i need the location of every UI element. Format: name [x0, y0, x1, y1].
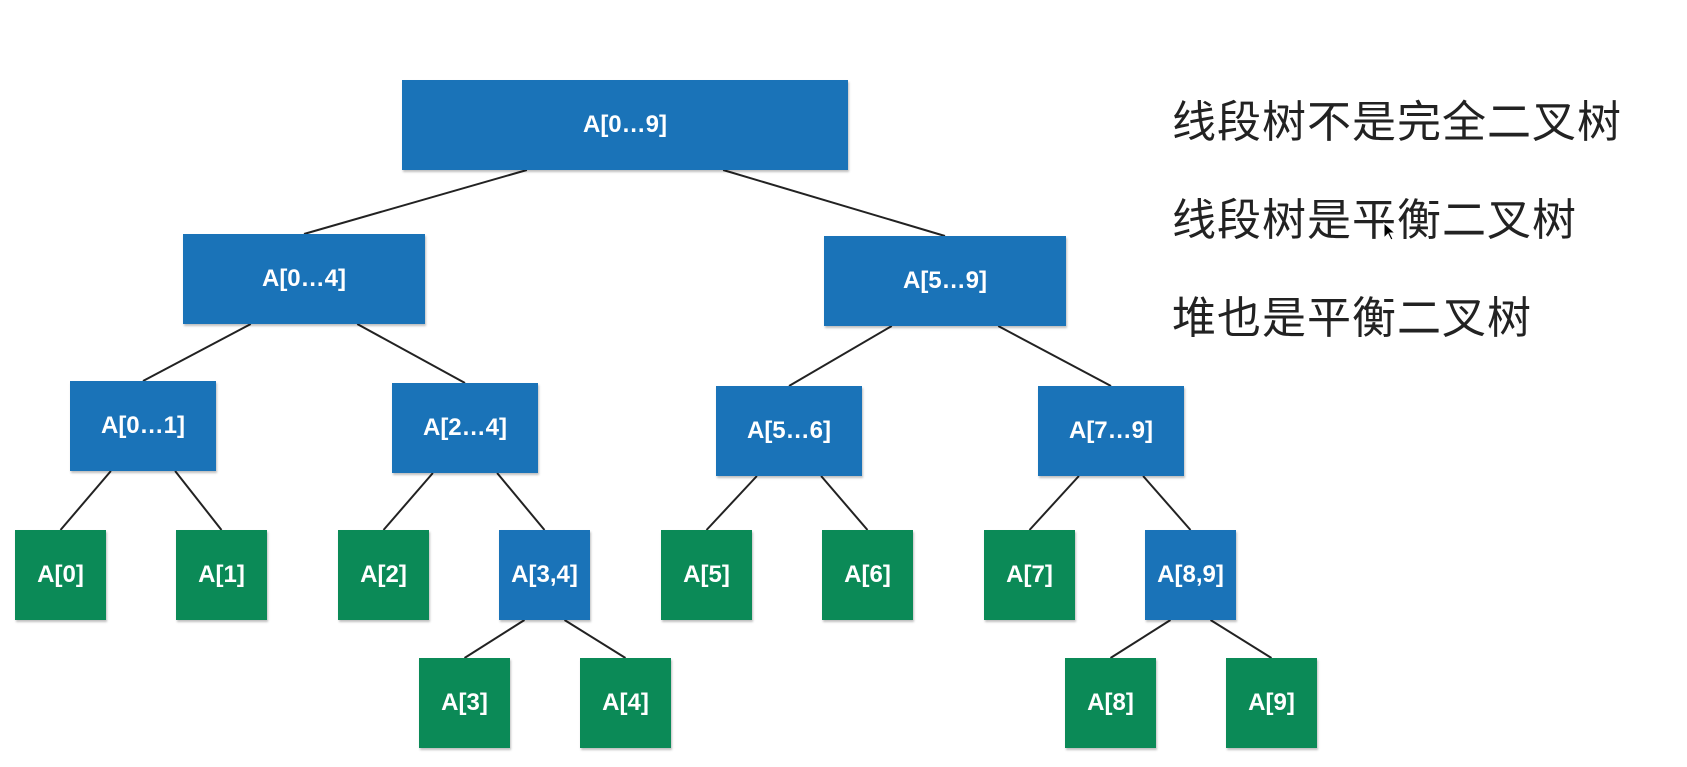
internal-node-n0_1: A[0…1]: [70, 381, 216, 471]
edge-n0_4-n0_1: [142, 323, 252, 382]
note-not-complete-binary-tree: 线段树不是完全二叉树: [1172, 97, 1622, 148]
leaf-node-l8: A[8]: [1065, 658, 1156, 748]
leaf-node-l4: A[4]: [580, 658, 671, 748]
edge-n3_4-l4: [563, 619, 627, 659]
edge-n2_4-n3_4: [496, 472, 546, 531]
edge-n0_1-l0: [59, 470, 112, 531]
edge-n7_9-n8_9: [1142, 475, 1192, 531]
edge-n0_9-n0_4: [303, 169, 528, 235]
internal-node-n0_9: A[0…9]: [402, 80, 848, 170]
edge-n0_9-n5_9: [722, 169, 946, 237]
edge-n5_6-l5: [705, 475, 758, 531]
edge-n7_9-l7: [1028, 475, 1080, 531]
internal-node-n7_9: A[7…9]: [1038, 386, 1184, 476]
edge-n8_9-l8: [1109, 619, 1172, 659]
edge-n5_6-l6: [820, 475, 869, 531]
internal-node-n3_4: A[3,4]: [499, 530, 590, 620]
edge-n3_4-l3: [463, 619, 526, 659]
leaf-node-l0: A[0]: [15, 530, 106, 620]
edge-n5_9-n5_6: [788, 325, 893, 387]
leaf-node-l9: A[9]: [1226, 658, 1317, 748]
mouse-cursor-icon: [1383, 222, 1397, 241]
note-balanced-binary-tree: 线段树是平衡二叉树: [1172, 195, 1577, 246]
internal-node-n2_4: A[2…4]: [392, 383, 538, 473]
edge-n5_9-n7_9: [997, 325, 1112, 387]
internal-node-n5_9: A[5…9]: [824, 236, 1066, 326]
edge-n0_4-n2_4: [356, 323, 466, 384]
internal-node-n8_9: A[8,9]: [1145, 530, 1236, 620]
leaf-node-l6: A[6]: [822, 530, 913, 620]
internal-node-n5_6: A[5…6]: [716, 386, 862, 476]
internal-node-n0_4: A[0…4]: [183, 234, 425, 324]
leaf-node-l3: A[3]: [419, 658, 510, 748]
edge-n2_4-l2: [382, 472, 434, 531]
edge-n8_9-l9: [1209, 619, 1273, 659]
leaf-node-l1: A[1]: [176, 530, 267, 620]
leaf-node-l7: A[7]: [984, 530, 1075, 620]
note-heap-balanced: 堆也是平衡二叉树: [1172, 293, 1532, 344]
leaf-node-l5: A[5]: [661, 530, 752, 620]
edge-n0_1-l1: [174, 470, 223, 531]
leaf-node-l2: A[2]: [338, 530, 429, 620]
